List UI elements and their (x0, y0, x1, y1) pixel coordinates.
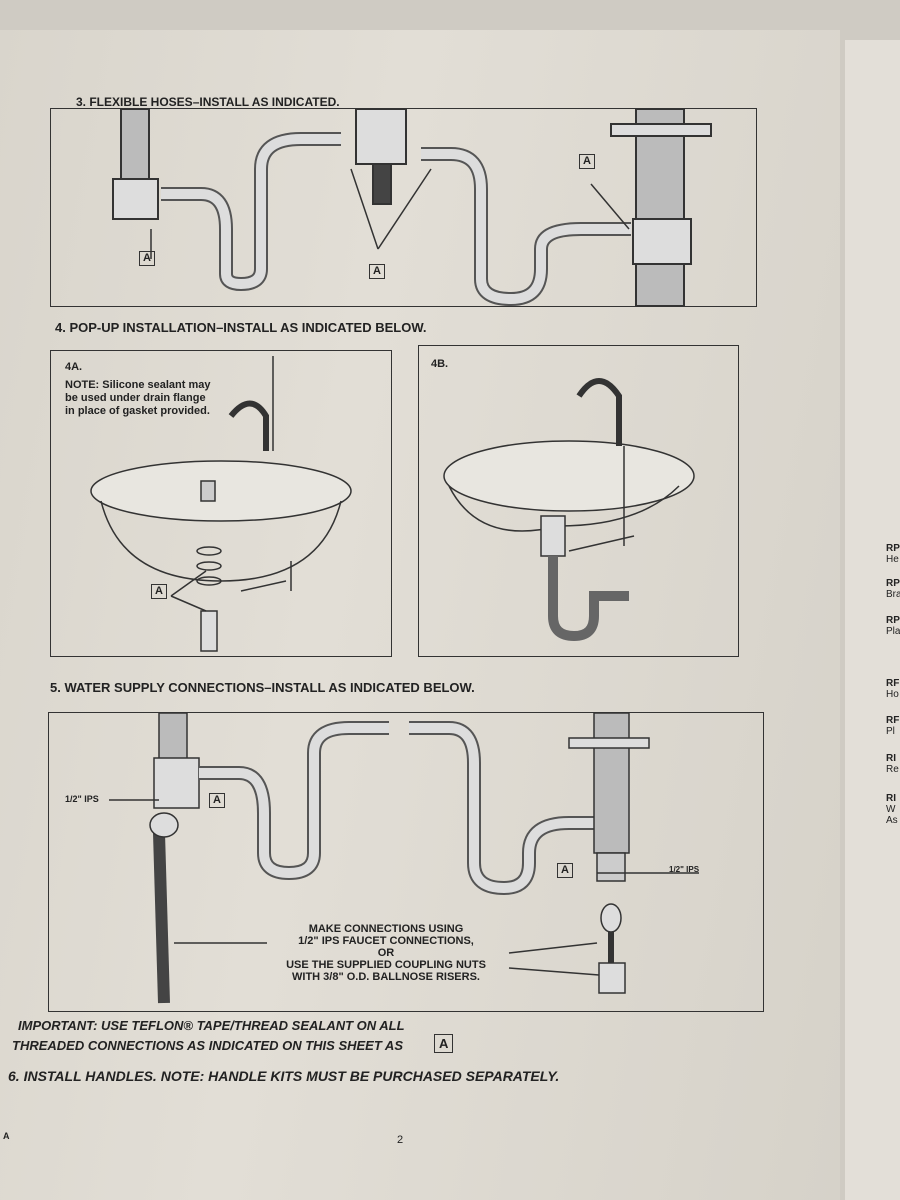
label-a: A (139, 251, 155, 266)
step3-title: 3. FLEXIBLE HOSES–INSTALL AS INDICATED. (76, 95, 340, 109)
step4b-label: 4B. (431, 358, 449, 370)
connection-callout: MAKE CONNECTIONS USING 1/2" IPS FAUCET C… (271, 923, 501, 983)
adjacent-page (845, 40, 900, 1200)
step5-title: 5. WATER SUPPLY CONNECTIONS–INSTALL AS I… (50, 680, 475, 695)
code: RP (886, 543, 900, 554)
desc: Ho (886, 689, 899, 700)
step5-diagram: 1/2" IPS A A 1/2" IPS MAKE CONNECTIONS U… (48, 712, 764, 1012)
ips-label-right: 1/2" IPS (669, 865, 700, 874)
callout-line: OR (377, 947, 395, 959)
label-a: A (434, 1034, 454, 1053)
desc: As (886, 815, 898, 826)
callout-line: WITH 3/8" O.D. BALLNOSE RISERS. (292, 971, 480, 983)
step6-title: 6. INSTALL HANDLES. NOTE: HANDLE KITS MU… (8, 1068, 560, 1084)
desc: Pl (886, 726, 895, 737)
ips-label-left: 1/2" IPS (65, 794, 99, 804)
desc: W (886, 804, 896, 815)
step3-diagram: A A A (50, 108, 757, 307)
code: RP (886, 615, 900, 626)
code: RF (886, 715, 900, 726)
callout-line: MAKE CONNECTIONS USING (308, 923, 464, 935)
instruction-sheet (0, 30, 840, 1200)
desc: Re (886, 764, 899, 775)
desc: Bra (886, 589, 900, 600)
page-number: 2 (397, 1134, 404, 1146)
silicone-note: NOTE: Silicone sealant may be used under… (65, 379, 211, 417)
label-a: A (579, 154, 595, 169)
code: RI (886, 753, 896, 764)
step4a-label: 4A. (65, 361, 83, 373)
label-a: A (557, 863, 573, 878)
code: RF (886, 678, 900, 689)
label-a: A (209, 793, 225, 808)
step4b-diagram: 4B. (418, 345, 739, 657)
important-note-line2: THREADED CONNECTIONS AS INDICATED ON THI… (12, 1038, 403, 1053)
desc: He (886, 554, 899, 565)
popup-4b-illustration (443, 378, 695, 642)
callout-line: USE THE SUPPLIED COUPLING NUTS (286, 959, 486, 971)
callout-line: 1/2" IPS FAUCET CONNECTIONS, (298, 935, 474, 947)
corner-letter: A (3, 1131, 10, 1141)
label-a: A (151, 584, 167, 599)
step4a-diagram: 4A. NOTE: Silicone sealant may be used u… (50, 350, 392, 657)
important-note-line1: IMPORTANT: USE TEFLON® TAPE/THREAD SEALA… (18, 1018, 405, 1033)
water-supply-illustration (109, 713, 699, 1004)
desc: Pla (886, 626, 900, 637)
flexible-hoses-illustration (112, 109, 712, 306)
code: RP (886, 578, 900, 589)
step4-title: 4. POP-UP INSTALLATION–INSTALL AS INDICA… (55, 320, 427, 335)
label-a: A (369, 264, 385, 279)
code: RI (886, 793, 896, 804)
popup-4a-illustration (90, 356, 352, 652)
